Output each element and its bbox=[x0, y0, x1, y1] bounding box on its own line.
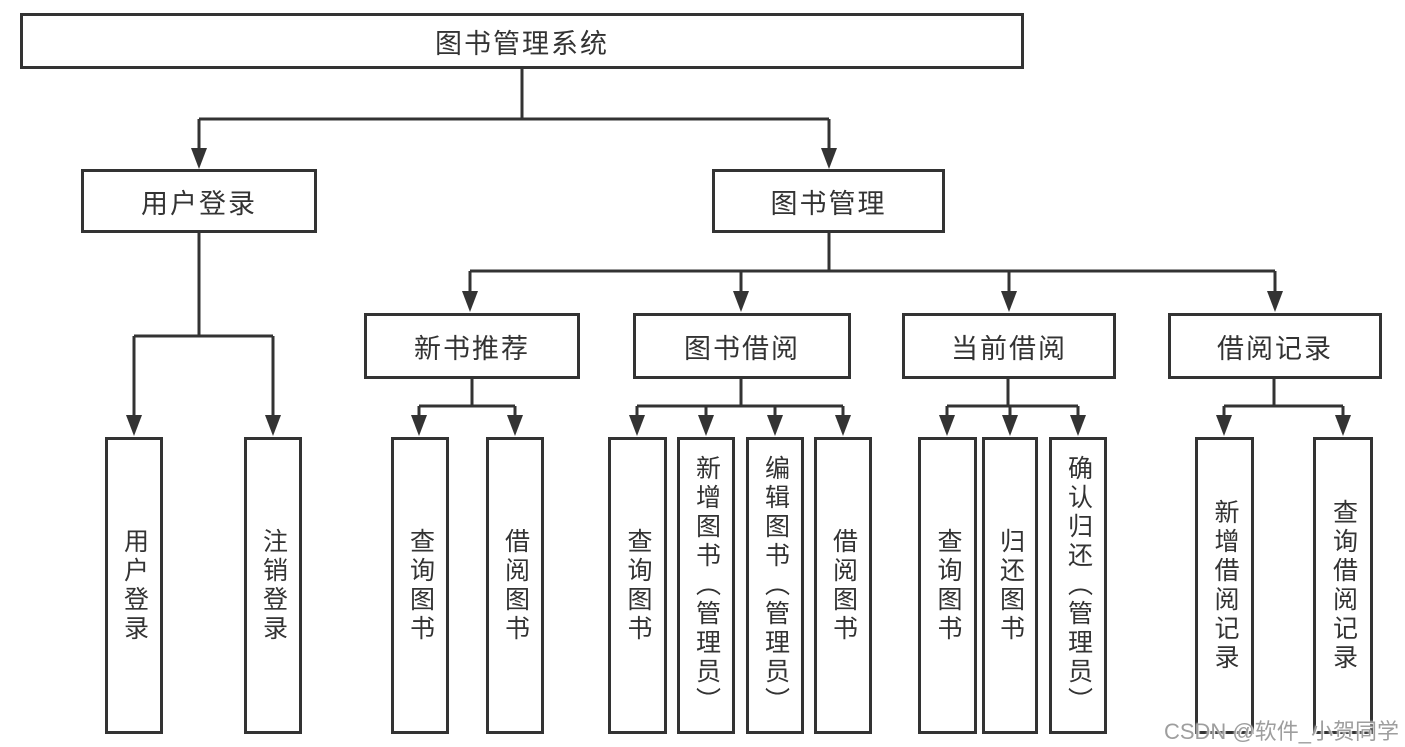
leaf-current-confirm-return: 确认归还（管理员） bbox=[1049, 437, 1107, 734]
arrow-down-icon bbox=[507, 415, 523, 436]
leaf-borrowing-edit-books: 编辑图书（管理员） bbox=[746, 437, 804, 734]
arrow-down-icon bbox=[835, 415, 851, 436]
node-borrowing-records: 借阅记录 bbox=[1168, 313, 1382, 379]
arrow-down-icon bbox=[1001, 291, 1017, 312]
connector-user-login-children bbox=[126, 233, 281, 436]
leaf-current-query-books: 查询图书 bbox=[918, 437, 977, 734]
leaf-user-login: 用户登录 bbox=[105, 437, 163, 734]
connector-borrowing-records-children bbox=[1216, 379, 1351, 436]
arrow-down-icon bbox=[126, 415, 142, 436]
leaf-borrowing-borrow-books: 借阅图书 bbox=[814, 437, 872, 734]
connector-root-to-level2 bbox=[191, 69, 837, 169]
watermark: CSDN @软件_小贺同学 bbox=[1163, 719, 1399, 744]
connector-book-management-children bbox=[462, 233, 1283, 312]
leaf-recommend-borrow-books: 借阅图书 bbox=[486, 437, 544, 734]
leaf-current-return-books: 归还图书 bbox=[982, 437, 1038, 734]
node-root-title: 图书管理系统 bbox=[20, 13, 1024, 69]
arrow-down-icon bbox=[1267, 291, 1283, 312]
arrow-down-icon bbox=[462, 291, 478, 312]
arrow-down-icon bbox=[733, 291, 749, 312]
node-new-book-recommend: 新书推荐 bbox=[364, 313, 580, 379]
arrow-down-icon bbox=[1070, 415, 1086, 436]
arrow-down-icon bbox=[821, 148, 837, 169]
node-current-borrowing: 当前借阅 bbox=[902, 313, 1116, 379]
leaf-records-add-record: 新增借阅记录 bbox=[1195, 437, 1254, 734]
arrow-down-icon bbox=[698, 415, 714, 436]
arrow-down-icon bbox=[1335, 415, 1351, 436]
connector-book-borrowing-children bbox=[629, 379, 851, 436]
node-book-management: 图书管理 bbox=[712, 169, 945, 233]
leaf-borrowing-query-books: 查询图书 bbox=[608, 437, 667, 734]
leaf-records-query-record: 查询借阅记录 bbox=[1313, 437, 1373, 734]
arrow-down-icon bbox=[411, 415, 427, 436]
connector-new-book-recommend-children bbox=[411, 379, 523, 436]
arrow-down-icon bbox=[191, 148, 207, 169]
arrow-down-icon bbox=[1216, 415, 1232, 436]
arrow-down-icon bbox=[265, 415, 281, 436]
arrow-down-icon bbox=[629, 415, 645, 436]
leaf-logout: 注销登录 bbox=[244, 437, 302, 734]
connector-current-borrowing-children bbox=[939, 379, 1086, 436]
leaf-recommend-query-books: 查询图书 bbox=[391, 437, 449, 734]
arrow-down-icon bbox=[767, 415, 783, 436]
node-book-borrowing: 图书借阅 bbox=[633, 313, 851, 379]
node-user-login: 用户登录 bbox=[81, 169, 317, 233]
arrow-down-icon bbox=[939, 415, 955, 436]
leaf-borrowing-add-books: 新增图书（管理员） bbox=[677, 437, 735, 734]
arrow-down-icon bbox=[1002, 415, 1018, 436]
